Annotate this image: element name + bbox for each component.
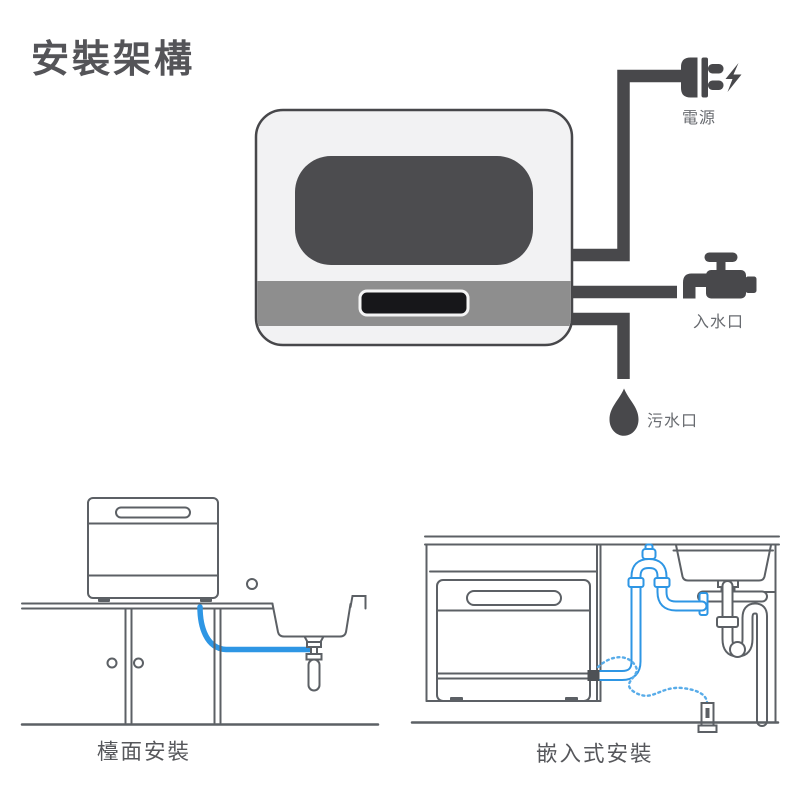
door-knob — [106, 657, 118, 669]
water-inlet-label: 入水口 — [693, 314, 745, 331]
faucet-icon — [683, 252, 757, 299]
dishwasher-illustration — [254, 108, 574, 347]
connection-lines — [556, 69, 682, 379]
water-drop-icon — [609, 388, 639, 436]
foot — [450, 697, 463, 702]
inlet-hose-dotted — [596, 656, 709, 707]
mini-dishwasher — [87, 497, 219, 602]
floor-valve — [697, 702, 718, 733]
power-plug-icon — [681, 57, 742, 98]
sink-drain-trap — [302, 635, 326, 692]
countertop-installation-diagram — [20, 497, 380, 726]
dishwasher-display — [358, 289, 470, 317]
built-in-caption: 嵌入式安裝 — [536, 742, 654, 766]
dishwasher-window — [295, 156, 533, 265]
drain-hose — [197, 604, 314, 653]
page-title: 安裝架構 — [31, 39, 196, 81]
built-in-dishwasher — [436, 579, 591, 702]
connection-overview-diagram — [254, 57, 757, 436]
hose-coupler — [627, 577, 645, 588]
wall-knob — [246, 578, 258, 590]
countertop-caption: 檯面安裝 — [97, 740, 192, 764]
handle — [115, 506, 191, 519]
waste-pipework — [697, 580, 768, 727]
lightning-bolt-icon — [725, 63, 742, 92]
power-label: 電源 — [682, 110, 717, 127]
foot — [565, 697, 578, 702]
power-line — [556, 69, 682, 262]
machine-outlet-connector — [587, 670, 600, 681]
foot — [200, 597, 212, 602]
handle — [466, 590, 562, 606]
sink-basin — [271, 603, 352, 638]
counter-right-edge — [349, 595, 367, 610]
drain-hose-loop — [593, 543, 709, 681]
trap-nut — [716, 616, 739, 628]
built-in-installation-diagram — [410, 535, 780, 733]
door-knob — [133, 657, 144, 669]
waste-water-label: 污水口 — [647, 413, 699, 430]
trap-cleanout — [729, 641, 746, 658]
hose-coupler — [653, 577, 671, 588]
drain-line — [556, 312, 630, 379]
foot — [98, 597, 110, 602]
